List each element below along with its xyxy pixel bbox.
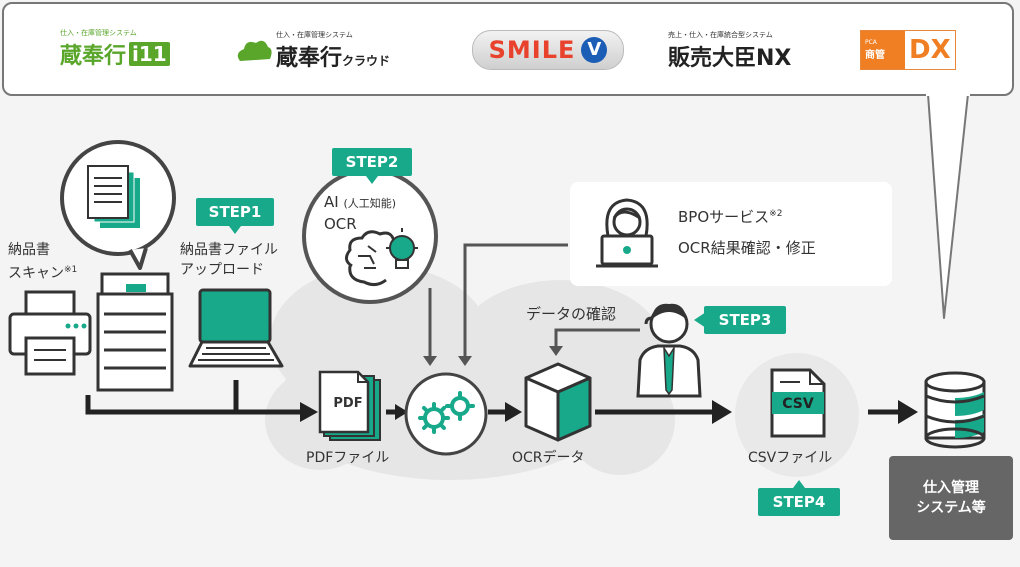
purchase-system-box: 仕入管理 システム等	[889, 456, 1013, 540]
csv-icon	[770, 368, 826, 438]
ocr-data-label: OCRデータ	[512, 450, 585, 466]
csv-icon-label: CSV	[782, 396, 814, 412]
smile-v-badge: V	[581, 37, 608, 63]
document-bubble	[60, 140, 176, 270]
brain-bulb-icon	[345, 228, 418, 287]
kuraho-cloud-logo: 仕入・在庫管理システム 蔵奉行クラウド	[234, 30, 390, 72]
bpo-desc: OCR結果確認・修正	[678, 239, 816, 257]
step1-badge: STEP1	[196, 198, 274, 234]
pdf-icon	[318, 370, 381, 441]
ai-label-paren: (人工知能)	[343, 197, 397, 210]
database-icon	[924, 371, 986, 449]
pca-dx: DX	[909, 35, 951, 65]
scan-label-line2: スキャン	[8, 265, 64, 282]
scan-label-line1: 納品書	[8, 242, 50, 258]
ocr-label: OCR	[324, 215, 357, 233]
pdf-icon-label: PDF	[333, 396, 363, 411]
scan-label: 納品書 スキャン※1	[8, 240, 77, 284]
cloud-tag: 仕入・在庫管理システム	[276, 31, 353, 39]
ocr-data-cube-icon	[524, 362, 592, 442]
cloud-name: 蔵奉行	[276, 46, 343, 71]
upload-label: 納品書ファイル アップロード	[180, 240, 278, 280]
pdf-file-label: PDFファイル	[306, 450, 390, 466]
kuraho11-tag: 仕入・在庫管理システム	[60, 29, 137, 37]
system-line2: システム等	[916, 500, 986, 516]
smile-v-logo: SMILE V	[472, 30, 624, 70]
hanbai-name: 販売大臣NX	[668, 46, 792, 71]
smile-name: SMILE	[488, 36, 576, 64]
bpo-note: ※2	[769, 209, 783, 219]
copier-icon	[96, 272, 174, 392]
step3-badge: STEP3	[704, 306, 786, 334]
system-line1: 仕入管理	[923, 480, 979, 496]
bpo-title: BPOサービス※2	[678, 204, 782, 227]
ocr-engine-gears	[404, 372, 488, 456]
hanbai-tag: 売上・仕入・在庫統合型システム	[668, 31, 773, 39]
data-check-label: データの確認	[526, 305, 617, 323]
pca-shokan-dx-logo: PCA 商管 DX	[860, 30, 956, 70]
ai-label: AI (人工知能)	[324, 192, 396, 214]
pca-mid: 商管	[865, 50, 885, 61]
step2-badge: STEP2	[332, 148, 412, 184]
bpo-title-text: BPOサービス	[678, 208, 770, 226]
cloud-logo-icon	[237, 40, 272, 61]
staff-icon	[636, 303, 702, 398]
document-icon	[87, 165, 129, 219]
csv-file-label: CSVファイル	[748, 450, 833, 466]
pca-top: PCA	[865, 39, 877, 46]
operator-icon	[596, 198, 658, 268]
laptop-icon	[188, 288, 284, 368]
scan-note: ※1	[64, 265, 78, 275]
cloud-suffix: クラウド	[342, 54, 391, 68]
upload-label-line2: アップロード	[180, 262, 264, 278]
step4-badge: STEP4	[758, 480, 840, 516]
ai-label-main: AI	[324, 193, 339, 211]
hanbai-daijin-logo: 売上・仕入・在庫統合型システム 販売大臣NX	[668, 30, 791, 72]
printer-icon	[8, 290, 92, 376]
kuraho11-logo: 仕入・在庫管理システム 蔵奉行 i11	[60, 28, 170, 70]
kuraho11-name: 蔵奉行	[60, 44, 127, 69]
upload-label-line1: 納品書ファイル	[180, 242, 278, 258]
kuraho11-version: i11	[129, 42, 170, 66]
